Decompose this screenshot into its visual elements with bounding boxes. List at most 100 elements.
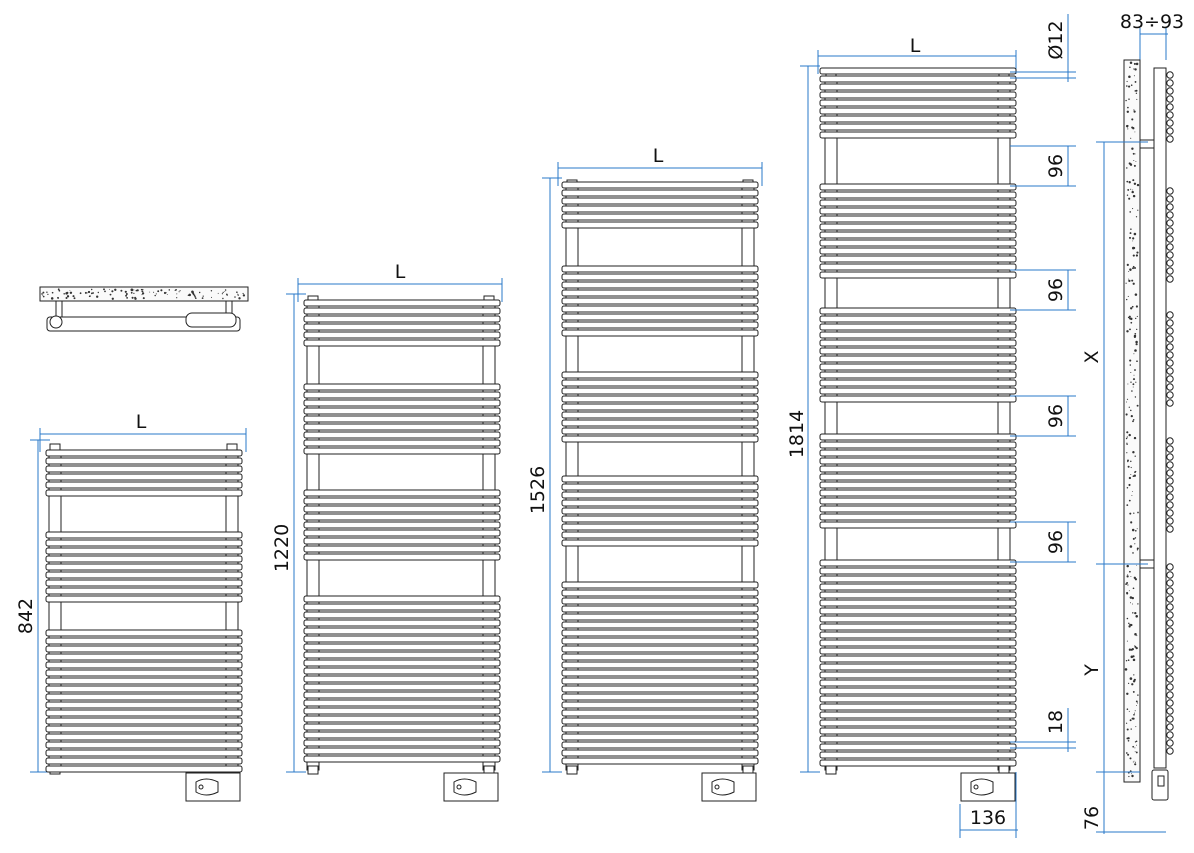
wall-speck — [222, 297, 224, 300]
wall-speck — [1132, 680, 1136, 683]
wall-speck — [134, 297, 137, 300]
tube-profile — [1166, 343, 1174, 351]
wall-speck — [1136, 528, 1138, 530]
tube-profile — [1166, 635, 1174, 643]
wall-speck — [1132, 267, 1134, 270]
wall-speck — [1127, 659, 1130, 662]
tube — [819, 371, 1017, 379]
spacing-label-3: 96 — [1045, 404, 1067, 428]
tube-profile — [1166, 667, 1174, 675]
diameter-label: Ø12 — [1045, 20, 1067, 59]
wall-speck — [1132, 265, 1135, 268]
wall-speck — [1128, 710, 1130, 712]
tube — [819, 497, 1017, 505]
wall-speck — [125, 292, 128, 296]
wall-speck — [1130, 371, 1132, 374]
tube-profile — [1166, 611, 1174, 619]
wall-speck — [1136, 549, 1139, 551]
wall-speck — [1128, 648, 1132, 651]
tube — [819, 521, 1017, 529]
wall-speck — [1133, 712, 1136, 714]
wall-speck — [1131, 528, 1135, 532]
wall-speck — [178, 291, 180, 293]
wall-speck — [1133, 512, 1135, 514]
wall-speck — [1136, 564, 1138, 566]
tube-profile — [1166, 375, 1174, 383]
wall-speck — [1132, 189, 1134, 191]
wall-speck — [1127, 106, 1129, 109]
tube — [561, 685, 759, 693]
wall-speck — [1125, 282, 1127, 284]
wall-speck — [42, 294, 44, 296]
tube — [303, 553, 501, 561]
tube — [303, 415, 501, 423]
tube — [303, 723, 501, 731]
wall-speck — [142, 297, 145, 300]
tube — [819, 339, 1017, 347]
wall-speck — [1137, 694, 1139, 696]
heater-knob-1 — [195, 778, 219, 796]
wall-speck — [226, 294, 228, 296]
heater-knob-3 — [711, 778, 735, 796]
wall-speck — [1126, 708, 1129, 710]
wall-speck — [1136, 744, 1137, 746]
wall-speck — [109, 293, 112, 296]
wall-speck — [1132, 419, 1135, 421]
wall-speck — [69, 290, 71, 291]
wall-speck — [1135, 615, 1138, 618]
tube — [303, 747, 501, 755]
tube — [819, 441, 1017, 449]
wall-speck — [130, 291, 133, 294]
tube — [303, 699, 501, 707]
tube — [303, 383, 501, 391]
wall-speck — [141, 290, 144, 293]
wall-speck — [1128, 278, 1129, 280]
tube — [561, 605, 759, 613]
tube — [561, 717, 759, 725]
foot-left-2 — [307, 765, 319, 775]
wall-speck — [1136, 702, 1139, 704]
wall-speck — [1135, 646, 1138, 650]
wall-speck — [1125, 124, 1129, 128]
tube-profile — [1166, 351, 1174, 359]
tube — [303, 627, 501, 635]
wall-speck — [1126, 167, 1128, 169]
tube — [561, 653, 759, 661]
wall-speck — [140, 288, 143, 291]
wall-speck — [1134, 611, 1137, 615]
tube — [819, 687, 1017, 695]
wall-speck — [163, 291, 167, 295]
tube-profile — [1166, 731, 1174, 739]
height-label-1526: 1526 — [527, 466, 549, 514]
tube — [561, 581, 759, 589]
tube — [45, 765, 243, 773]
tube — [45, 555, 243, 563]
wall-speck — [195, 297, 197, 300]
wall-speck — [1129, 364, 1132, 366]
wall-speck — [1134, 80, 1137, 83]
wall-speck — [1126, 431, 1129, 434]
wall-speck — [1132, 655, 1135, 658]
tube — [45, 539, 243, 547]
wall-speck — [1133, 182, 1137, 185]
wall-speck — [202, 295, 204, 297]
wall-speck — [135, 289, 138, 292]
tube-profile — [1166, 79, 1174, 87]
wall-speck — [1136, 98, 1138, 100]
height-label-1220: 1220 — [271, 524, 293, 572]
wall-speck — [104, 290, 106, 293]
tube — [819, 215, 1017, 223]
tube — [45, 717, 243, 725]
tube-profile — [1166, 135, 1174, 143]
tube — [303, 667, 501, 675]
wall-speck — [1129, 570, 1131, 573]
tube — [819, 567, 1017, 575]
tube — [561, 621, 759, 629]
tube — [303, 683, 501, 691]
wall-speck — [1133, 75, 1135, 77]
wall-speck — [1130, 307, 1133, 310]
tube-profile — [1166, 691, 1174, 699]
wall-speck — [1128, 236, 1132, 239]
tube — [819, 115, 1017, 123]
tube — [45, 563, 243, 571]
